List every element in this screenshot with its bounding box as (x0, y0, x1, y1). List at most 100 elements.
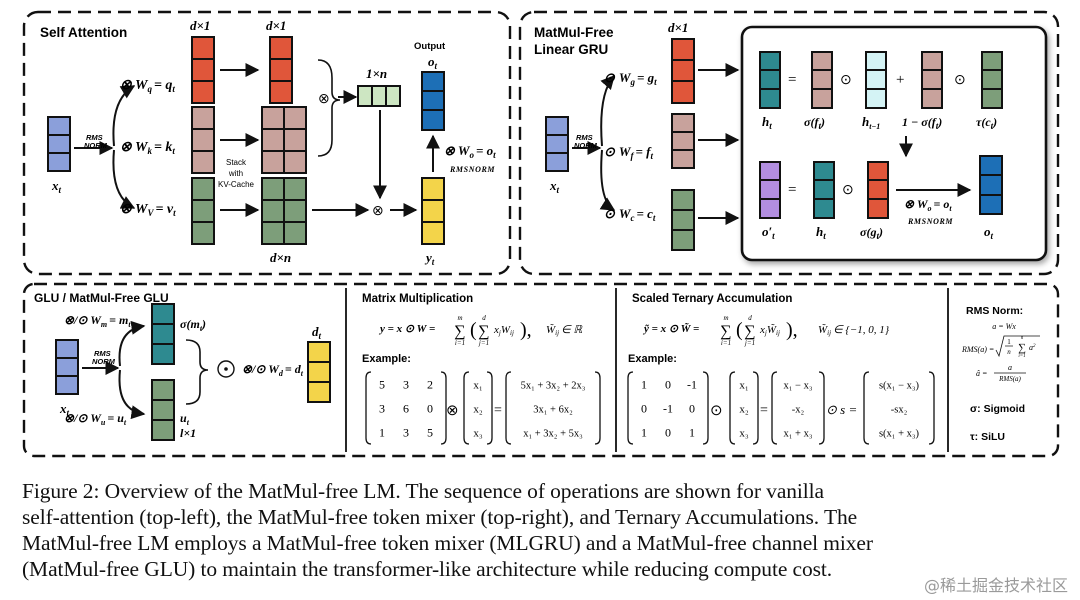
matrix-cell: 5 (427, 425, 433, 439)
sigma-g-label: σ(gt) (860, 225, 883, 241)
branch-arrow (600, 74, 615, 147)
figure-caption: Figure 2: Overview of the MatMul-free LM… (22, 478, 1062, 582)
svg-text:xjW̃ij: xjW̃ij (759, 323, 780, 337)
brace (317, 59, 341, 157)
odot-symbol: ⊙ (842, 183, 854, 198)
sigma-m-vector (151, 303, 175, 365)
sigma-definition: σ: Sigmoid (970, 403, 1025, 415)
scale-symbol: ⊙ s = (826, 402, 857, 417)
matrix-cell: x₃ (473, 427, 483, 439)
rmsnorm-def-normalized: â = a RMS(a) (976, 363, 1026, 383)
matrix-cell: s(x₁ + x₃) (879, 428, 920, 439)
ternary-title: Scaled Ternary Accumulation (632, 293, 792, 305)
caption-line: Figure 2: Overview of the MatMul-free LM… (22, 479, 824, 503)
otimes-symbol: ⊗ (372, 204, 384, 219)
branch-arrow (112, 149, 136, 209)
svg-text:a: a (1008, 363, 1012, 372)
mlgru-title: MatMul-Free (534, 25, 614, 40)
wo-equation: ⊗ Wo= ot (444, 143, 496, 160)
matrix-cell: x₁ + 3x₂ + 5x₃ (523, 428, 583, 439)
svg-text:∑: ∑ (478, 323, 489, 340)
svg-text:1: 1 (1007, 338, 1011, 346)
svg-text:m: m (457, 314, 462, 322)
matrix-cell: 0 (427, 401, 433, 415)
matrix-cell: 5x₁ + 3x₂ + 2x₃ (521, 380, 586, 391)
rms-norm-label: NORM (92, 357, 116, 366)
matrix-cell: 0 (665, 425, 671, 439)
dim-label: d×1 (266, 18, 286, 33)
matrix-cell: 6 (403, 401, 409, 415)
svg-text:j=1: j=1 (744, 339, 755, 347)
o-prime-vector (759, 161, 781, 219)
rms-norm-label: RMS (94, 349, 111, 358)
ht-vector (813, 161, 835, 219)
q-vector (191, 36, 215, 104)
example-label: Example: (362, 353, 411, 365)
dt-vector (307, 341, 331, 403)
stack-note: with (228, 169, 243, 178)
branch-arrow (599, 149, 616, 211)
equals-symbol: = (494, 403, 502, 418)
svg-text:d: d (482, 314, 486, 322)
rmsnorm-label: RMSNORM (449, 165, 495, 174)
caption-line: MatMul-free LM employs a MatMul-free tok… (22, 531, 873, 555)
matrix-cell: x₁ + x₃ (784, 428, 813, 439)
bottom-panel (22, 282, 1060, 458)
mlgru-panel (518, 10, 1060, 276)
matrix-cell: 5 (379, 377, 385, 391)
yt-vector (421, 177, 445, 245)
ht-label: ht (762, 114, 772, 131)
caption-line: self-attention (top-left), the MatMul-fr… (22, 505, 858, 529)
k-vector (191, 106, 215, 174)
dim-label: d×1 (190, 18, 210, 33)
svg-text:∑: ∑ (720, 323, 731, 340)
v-vector (191, 177, 215, 245)
sigma-f-vector (811, 51, 833, 109)
equals-symbol: = (788, 182, 796, 198)
output-label: Output (414, 41, 446, 52)
svg-text:),: ), (786, 319, 798, 341)
matrix-cell: x₁ (473, 379, 483, 391)
ot-label: ot (428, 54, 438, 71)
q-copy-vector (269, 36, 293, 104)
tau-definition: τ: SiLU (970, 431, 1005, 443)
matrix-cell: -1 (663, 401, 673, 415)
v-cache-matrix (261, 177, 307, 245)
dim-label: 1×n (366, 66, 387, 81)
svg-text:xjWij: xjWij (493, 324, 514, 337)
xt-vector (545, 116, 569, 172)
matmul-formula: y = x ⊙ W = m ∑ i=1 ( d ∑ j=1 xjWij ), W… (378, 314, 583, 347)
one-minus-sigma-label: 1 − σ(ft) (902, 115, 942, 131)
wm-equation: ⊗/⊙ Wm= mt (64, 313, 131, 329)
tau-c-label: τ(ct) (976, 115, 997, 131)
rmsnorm-def-formula: RMS(a) = 1 n n ∑ i=1 a2 (961, 335, 1040, 359)
u-vector (151, 379, 175, 441)
xt-vector (47, 116, 71, 172)
svg-text:j=1: j=1 (478, 339, 489, 347)
ot-label: ot (984, 224, 994, 241)
mlgru-title: Linear GRU (534, 42, 608, 57)
svg-text:ỹ = x ⊙ W̃ =: ỹ = x ⊙ W̃ = (642, 322, 699, 335)
rmsnorm-def-line: a = Wx (992, 322, 1016, 331)
otimes-symbol: ⊗ (318, 92, 330, 107)
caption-line: (MatMul-free GLU) to maintain the transf… (22, 557, 833, 581)
svg-text:(: ( (470, 319, 477, 341)
g-vector (671, 38, 695, 104)
matrix-cell: x₁ (739, 379, 749, 391)
branch-arrow (112, 85, 136, 147)
wc-equation: ⊙Wc= ct (604, 206, 656, 223)
svg-text:(: ( (736, 319, 743, 341)
svg-text:RMS(a) =: RMS(a) = (961, 345, 994, 354)
matrix-cell: 3 (379, 401, 385, 415)
matrix-cell: -1 (687, 377, 697, 391)
svg-text:W̃ij∈ {−1, 0, 1}: W̃ij∈ {−1, 0, 1} (818, 323, 890, 337)
svg-text:),: ), (520, 319, 532, 341)
f-vector (671, 113, 695, 169)
xt-label: xt (51, 178, 62, 195)
matrix-cell: 0 (689, 401, 695, 415)
